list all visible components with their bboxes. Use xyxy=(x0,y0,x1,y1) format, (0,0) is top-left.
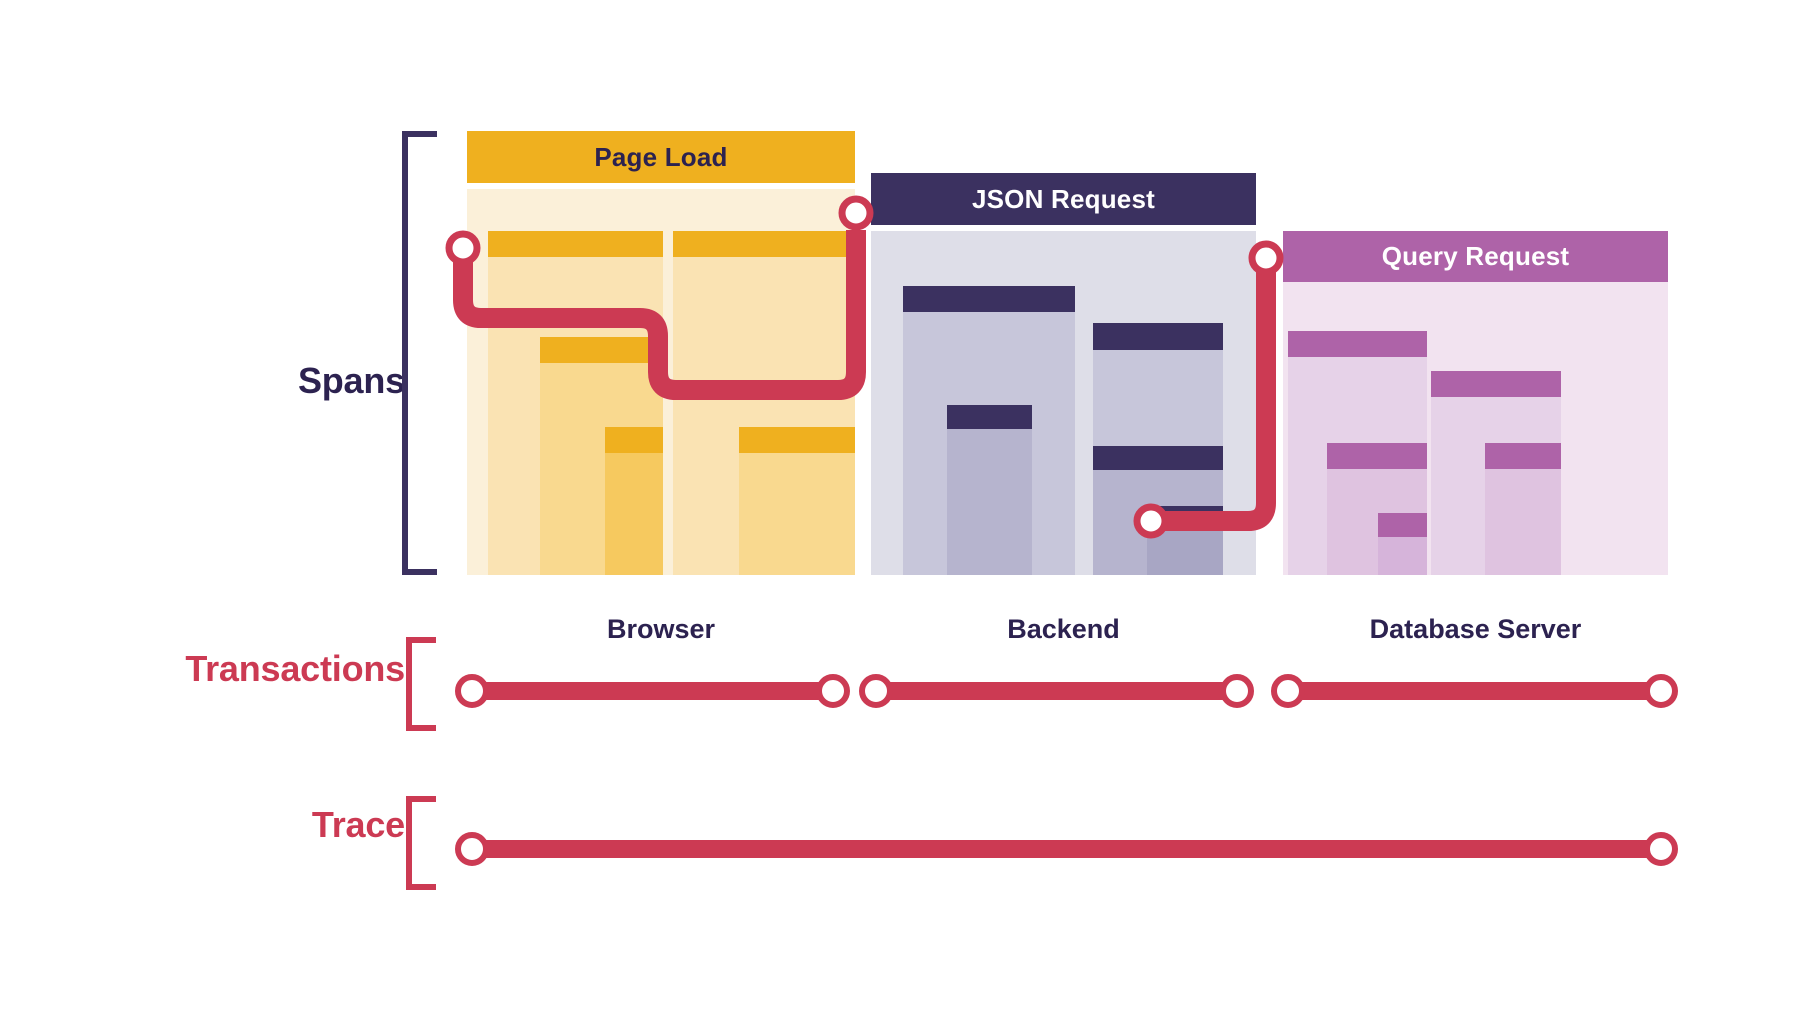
transaction-knob-browser-end[interactable] xyxy=(816,674,850,708)
span-browser-nested-2a xyxy=(739,427,855,575)
span-panel-backend: JSON Request xyxy=(871,173,1256,575)
span-panel-browser: Page Load xyxy=(467,131,855,575)
span-cap xyxy=(1093,446,1223,470)
service-label-text: Browser xyxy=(606,614,716,644)
span-cap xyxy=(605,427,663,453)
transaction-knob-backend-start[interactable] xyxy=(859,674,893,708)
transaction-bar-backend[interactable] xyxy=(871,682,1246,700)
bracket-trace-icon xyxy=(406,796,436,890)
span-database-nested-2a xyxy=(1485,443,1561,575)
span-cap xyxy=(947,405,1032,429)
span-panel-database: Query Request xyxy=(1283,231,1668,575)
span-header-page-load[interactable]: Page Load xyxy=(467,131,855,183)
span-header-label: Page Load xyxy=(594,141,728,172)
span-cap xyxy=(488,231,663,257)
span-cap xyxy=(1147,506,1223,528)
span-backend-nested-2b xyxy=(1147,506,1223,575)
span-cap xyxy=(673,231,855,257)
span-cap xyxy=(1288,331,1427,357)
span-cap xyxy=(1431,371,1561,397)
transaction-bar-browser[interactable] xyxy=(467,682,842,700)
service-label-text: Backend xyxy=(1007,614,1120,644)
service-label-browser: Browser xyxy=(467,614,855,645)
row-label-spans: Spans xyxy=(297,360,405,401)
span-cap xyxy=(540,337,663,363)
trace-knob-end[interactable] xyxy=(1644,832,1678,866)
trace-knob-start[interactable] xyxy=(455,832,489,866)
transaction-knob-database-end[interactable] xyxy=(1644,674,1678,708)
bracket-transactions-icon xyxy=(406,637,436,731)
span-cap xyxy=(1093,323,1223,350)
span-backend-nested-1a xyxy=(947,405,1032,575)
transaction-knob-database-start[interactable] xyxy=(1271,674,1305,708)
row-label-trace: Trace xyxy=(311,804,405,845)
trace-bar[interactable] xyxy=(467,840,1670,858)
span-header-label: JSON Request xyxy=(971,183,1155,214)
service-label-backend: Backend xyxy=(871,614,1256,645)
service-label-text: Database Server xyxy=(1369,614,1582,644)
span-header-label: Query Request xyxy=(1381,241,1570,271)
transaction-knob-browser-start[interactable] xyxy=(455,674,489,708)
span-header-query-request[interactable]: Query Request xyxy=(1283,231,1668,282)
row-label-transactions: Transactions xyxy=(185,648,405,689)
span-cap xyxy=(1327,443,1427,469)
span-database-nested-1b xyxy=(1378,513,1427,575)
span-browser-nested-1b xyxy=(605,427,663,575)
span-header-json-request[interactable]: JSON Request xyxy=(871,173,1256,225)
transaction-bar-database[interactable] xyxy=(1283,682,1670,700)
connector-knob-database-start xyxy=(1248,240,1284,276)
span-cap xyxy=(903,286,1075,312)
span-cap xyxy=(739,427,855,453)
transaction-knob-backend-end[interactable] xyxy=(1220,674,1254,708)
span-cap xyxy=(1378,513,1427,537)
span-cap xyxy=(1485,443,1561,469)
service-label-database: Database Server xyxy=(1283,614,1668,645)
bracket-spans-icon xyxy=(402,131,437,575)
